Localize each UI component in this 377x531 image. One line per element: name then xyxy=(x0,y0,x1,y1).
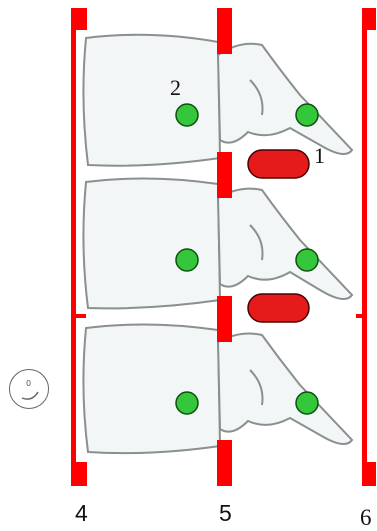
vertebra-top xyxy=(83,35,352,166)
vertebra-process-bottom xyxy=(218,334,352,444)
column-bar-right-line xyxy=(362,8,367,486)
column-label-left: 4 xyxy=(75,502,88,525)
disc-marker-lower xyxy=(248,294,309,322)
marker-label-one: 1 xyxy=(314,145,325,167)
column-bar-left-line xyxy=(71,8,76,486)
green-dot-body-bottom xyxy=(176,392,198,414)
column-bar-right xyxy=(356,8,376,486)
column-label-middle: 5 xyxy=(219,502,232,525)
green-dot-process-bottom xyxy=(296,392,318,414)
middle-segment-bottom xyxy=(217,440,232,486)
green-dot-process-top xyxy=(296,104,318,126)
middle-segment-lower xyxy=(217,296,232,342)
column-bar-right-cap-top xyxy=(362,8,376,30)
column-bar-left-tick xyxy=(76,314,86,318)
vertebra-process-middle xyxy=(218,189,352,299)
marker-label-two: 2 xyxy=(170,77,181,99)
column-label-right: 6 xyxy=(360,506,372,529)
green-dot-process-middle xyxy=(296,249,318,271)
column-bar-left-cap-bottom xyxy=(71,462,87,486)
vertebra-body-middle xyxy=(83,178,220,308)
smiley-face-icon: 0 xyxy=(9,369,49,409)
disc-marker-upper xyxy=(248,150,309,178)
smiley-mouth-icon xyxy=(10,370,48,408)
green-dot-body-middle xyxy=(176,249,198,271)
vertebra-body-top xyxy=(83,35,220,166)
middle-segment-upper xyxy=(217,152,232,198)
green-dot-body-top xyxy=(176,104,198,126)
vertebra-body-bottom xyxy=(83,324,220,453)
column-bar-left-cap-top xyxy=(71,8,87,30)
vertebra-process-top xyxy=(218,44,352,154)
column-bar-right-tick xyxy=(356,314,364,318)
middle-segment-top xyxy=(217,8,232,54)
column-bar-right-cap-bottom xyxy=(362,462,376,486)
vertebra-bottom xyxy=(83,324,352,453)
